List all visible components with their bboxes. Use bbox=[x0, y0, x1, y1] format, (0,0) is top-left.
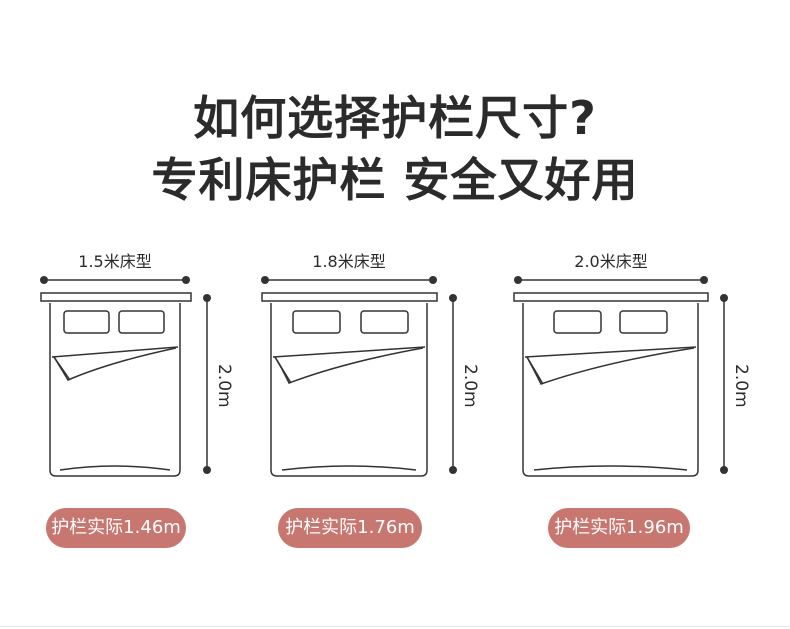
pillow-right bbox=[118, 310, 165, 334]
bed-diagram-1-5m bbox=[40, 276, 211, 477]
bed-frame bbox=[522, 303, 699, 477]
actual-size-badge-1: 护栏实际1.46m bbox=[46, 508, 186, 548]
bottom-divider bbox=[0, 626, 790, 627]
blanket-edge bbox=[272, 346, 426, 358]
blanket-hem bbox=[533, 465, 688, 471]
pillow-left bbox=[553, 310, 602, 334]
pillow-left bbox=[63, 310, 110, 334]
actual-size-badge-3: 护栏实际1.96m bbox=[548, 508, 690, 548]
bed-frame bbox=[270, 303, 428, 477]
bed-diagram-2-0m bbox=[513, 276, 728, 477]
blanket-hem bbox=[281, 465, 417, 471]
dimension-dot bbox=[514, 276, 522, 284]
blanket-corner bbox=[53, 356, 71, 381]
headline-question: 如何选择护栏尺寸? bbox=[193, 91, 597, 145]
headline-slogan: 专利床护栏 安全又好用 bbox=[151, 153, 639, 207]
dimension-dot bbox=[429, 276, 437, 284]
headboard bbox=[513, 292, 709, 302]
bed-length-label-2: 2.0m bbox=[460, 364, 480, 408]
dimension-dot bbox=[261, 276, 269, 284]
blanket-fold bbox=[274, 347, 424, 384]
blanket-corner bbox=[274, 356, 292, 384]
bed-size-label-1: 1.5米床型 bbox=[78, 252, 152, 271]
dimension-dot bbox=[449, 294, 457, 302]
blanket-fold bbox=[53, 347, 177, 381]
blanket-fold bbox=[526, 347, 695, 385]
pillow-left bbox=[292, 310, 341, 334]
bed-frame bbox=[49, 303, 181, 477]
pillow-right bbox=[619, 310, 668, 334]
bed-diagram-1-8m bbox=[261, 276, 457, 477]
headboard bbox=[40, 292, 192, 302]
dimension-dot bbox=[700, 276, 708, 284]
dimension-dot bbox=[182, 276, 190, 284]
blanket-hem bbox=[59, 465, 171, 471]
pillow-right bbox=[360, 310, 409, 334]
blanket-edge bbox=[51, 346, 179, 358]
dimension-dot bbox=[449, 466, 457, 474]
dimension-dot bbox=[40, 276, 48, 284]
bed-size-label-3: 2.0米床型 bbox=[574, 252, 648, 271]
blanket-corner bbox=[526, 356, 544, 385]
dimension-dot bbox=[720, 466, 728, 474]
headboard bbox=[261, 292, 438, 302]
dimension-dot bbox=[203, 466, 211, 474]
blanket-edge bbox=[524, 346, 697, 358]
bed-length-label-3: 2.0m bbox=[731, 364, 751, 408]
dimension-dot bbox=[720, 294, 728, 302]
bed-length-label-1: 2.0m bbox=[214, 364, 234, 408]
dimension-dot bbox=[203, 294, 211, 302]
actual-size-badge-2: 护栏实际1.76m bbox=[278, 508, 422, 548]
bed-size-label-2: 1.8米床型 bbox=[312, 252, 386, 271]
